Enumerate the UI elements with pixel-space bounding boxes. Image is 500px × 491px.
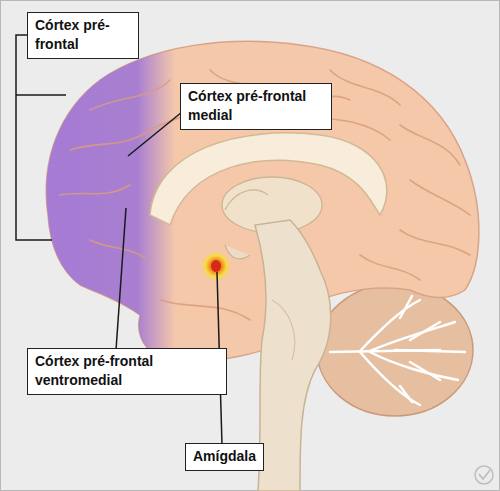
- amygdala: [201, 251, 231, 281]
- cerebellum: [317, 284, 473, 416]
- label-text: Córtex pré-frontal ventromedial: [35, 352, 219, 390]
- label-box: Amígdala: [185, 443, 264, 471]
- leader-lines: [116, 112, 222, 445]
- hypothalamus: [225, 245, 250, 259]
- label-box: Córtex pré-frontal: [27, 12, 139, 59]
- label-text: Amígdala: [193, 447, 256, 466]
- cerebrum: [0, 40, 479, 370]
- leader-line: [116, 208, 126, 350]
- label-box: Córtex pré-frontal ventromedial: [27, 348, 227, 395]
- label-text: Córtex pré-frontal: [35, 16, 131, 54]
- label-box: Córtex pré-frontal medial: [180, 83, 332, 130]
- leader-line: [128, 112, 182, 156]
- label-text: Córtex pré-frontal medial: [188, 87, 324, 125]
- watermark-logo: [475, 466, 493, 484]
- bracket: [16, 35, 66, 240]
